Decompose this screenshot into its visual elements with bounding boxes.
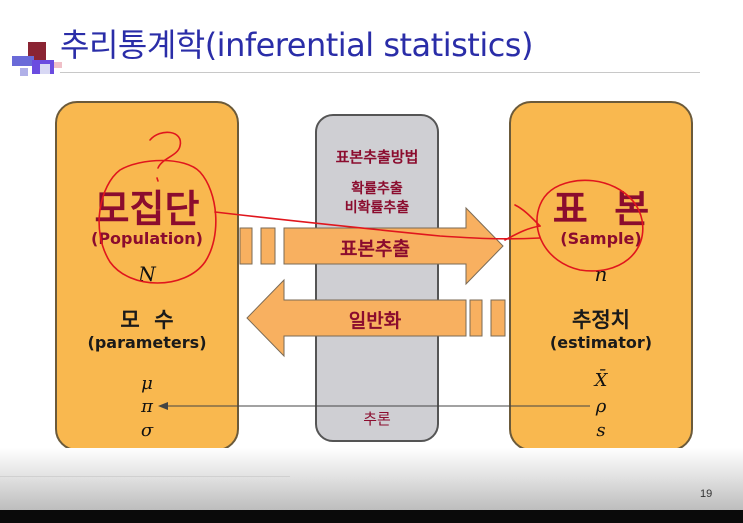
- slide-logo-icon: [12, 42, 62, 76]
- footer-divider: [0, 476, 290, 477]
- population-subheading: (Population): [91, 229, 203, 248]
- param-pi: π: [141, 396, 153, 417]
- sample-box: [509, 101, 693, 451]
- title-divider: [60, 72, 700, 73]
- stat-s: s: [596, 420, 606, 441]
- footer-band: [0, 448, 743, 510]
- sample-heading: 표 본: [552, 187, 650, 231]
- bottom-bar: [0, 510, 743, 523]
- slide-title: 추리통계학(inferential statistics): [60, 26, 533, 64]
- method-probability: 확률추출: [351, 181, 403, 197]
- param-sigma: σ: [140, 420, 154, 441]
- inference-label: 추론: [363, 410, 391, 428]
- param-mu: μ: [141, 373, 153, 394]
- method-nonprobability: 비확률추출: [344, 200, 410, 216]
- method-title: 표본추출방법: [335, 148, 419, 166]
- generalization-arrow: [246, 278, 506, 358]
- estimator-sublabel: (estimator): [549, 333, 653, 352]
- stat-rho: ρ: [595, 396, 607, 417]
- parameters-label: 모 수: [120, 308, 174, 332]
- sample-subheading: (Sample): [560, 229, 642, 248]
- sampling-arrow: [239, 206, 504, 286]
- population-box: [55, 101, 239, 451]
- estimator-label: 추정치: [572, 308, 630, 332]
- stat-x-bar: X̄: [594, 370, 608, 391]
- generalization-arrow-label: 일반화: [348, 310, 402, 332]
- method-column: [315, 114, 439, 442]
- population-heading: 모집단: [94, 187, 200, 231]
- page-number: 19: [700, 488, 713, 500]
- population-size-symbol: N: [138, 262, 156, 286]
- sample-size-symbol: n: [594, 262, 608, 286]
- sampling-arrow-label: 표본추출: [340, 238, 410, 260]
- inference-line: [158, 402, 590, 410]
- parameters-sublabel: (parameters): [87, 333, 207, 352]
